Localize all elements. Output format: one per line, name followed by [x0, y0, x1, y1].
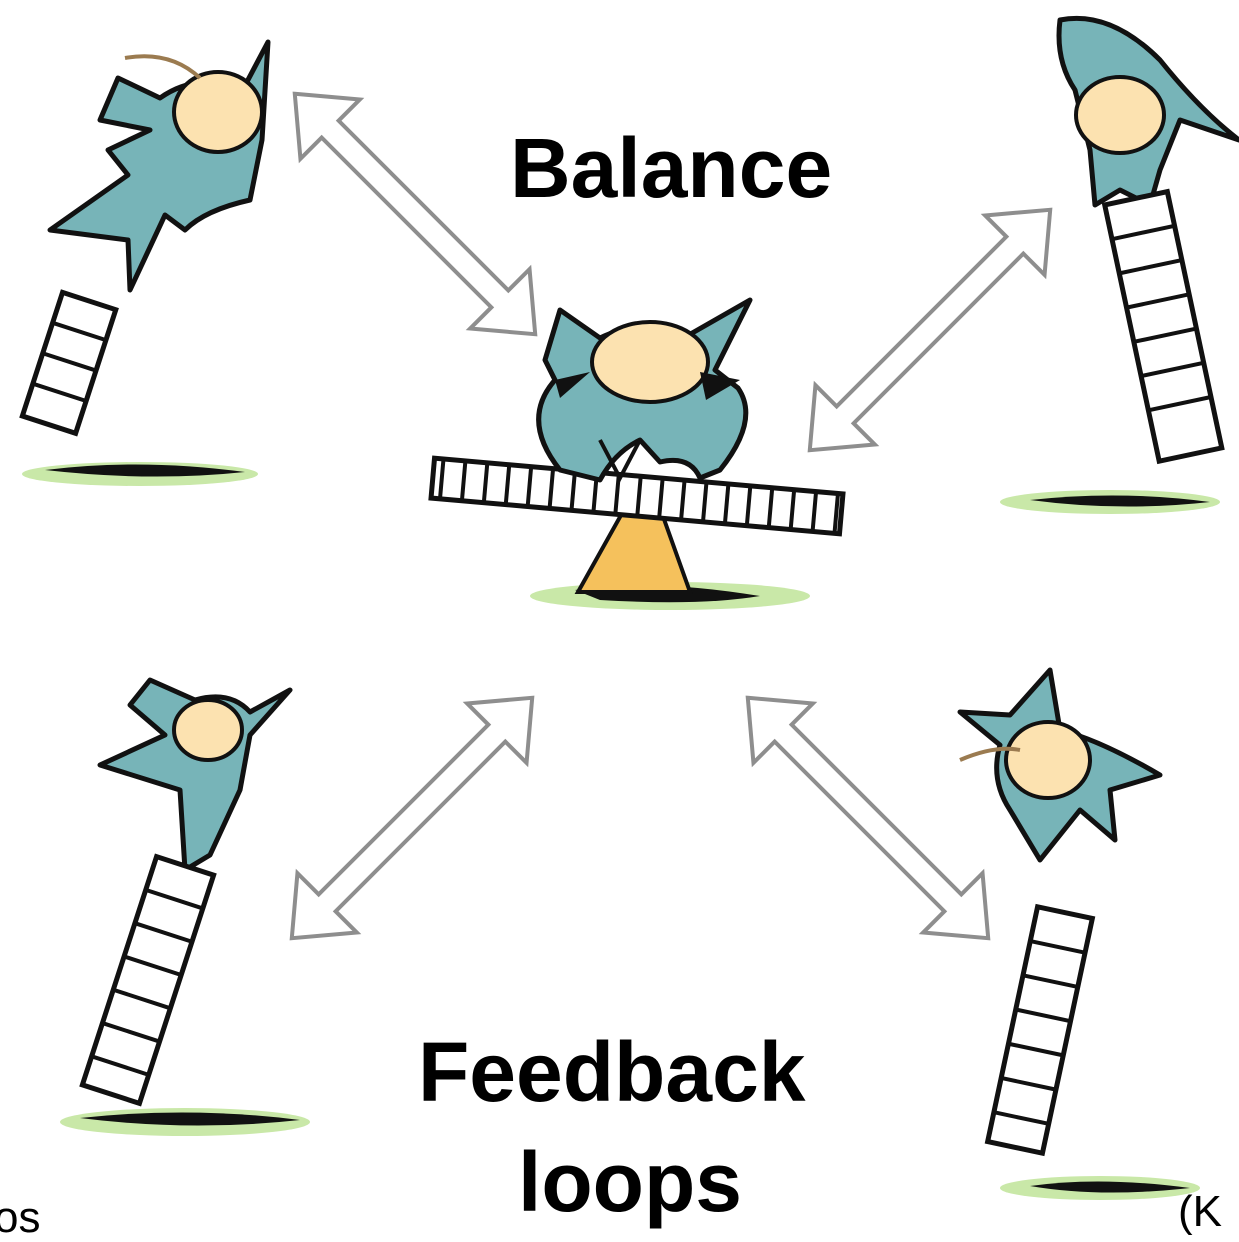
title-feedback: Feedback [418, 1025, 806, 1119]
arrow-bottom-left [289, 695, 535, 941]
title-loops: loops [518, 1135, 742, 1229]
arrow-top-right [807, 207, 1053, 453]
figure-top-left [19, 39, 271, 486]
title-balance: Balance [510, 121, 833, 215]
corner-fragment-right: (K [1178, 1187, 1222, 1236]
arrow-top-left [292, 91, 538, 337]
figure-top-right [1000, 15, 1239, 514]
arrow-bottom-right [745, 695, 991, 941]
figure-bottom-left [60, 677, 310, 1136]
corner-fragment-left: os [0, 1193, 41, 1242]
figure-bottom-right [957, 667, 1200, 1200]
figure-center-balanced [428, 297, 846, 610]
